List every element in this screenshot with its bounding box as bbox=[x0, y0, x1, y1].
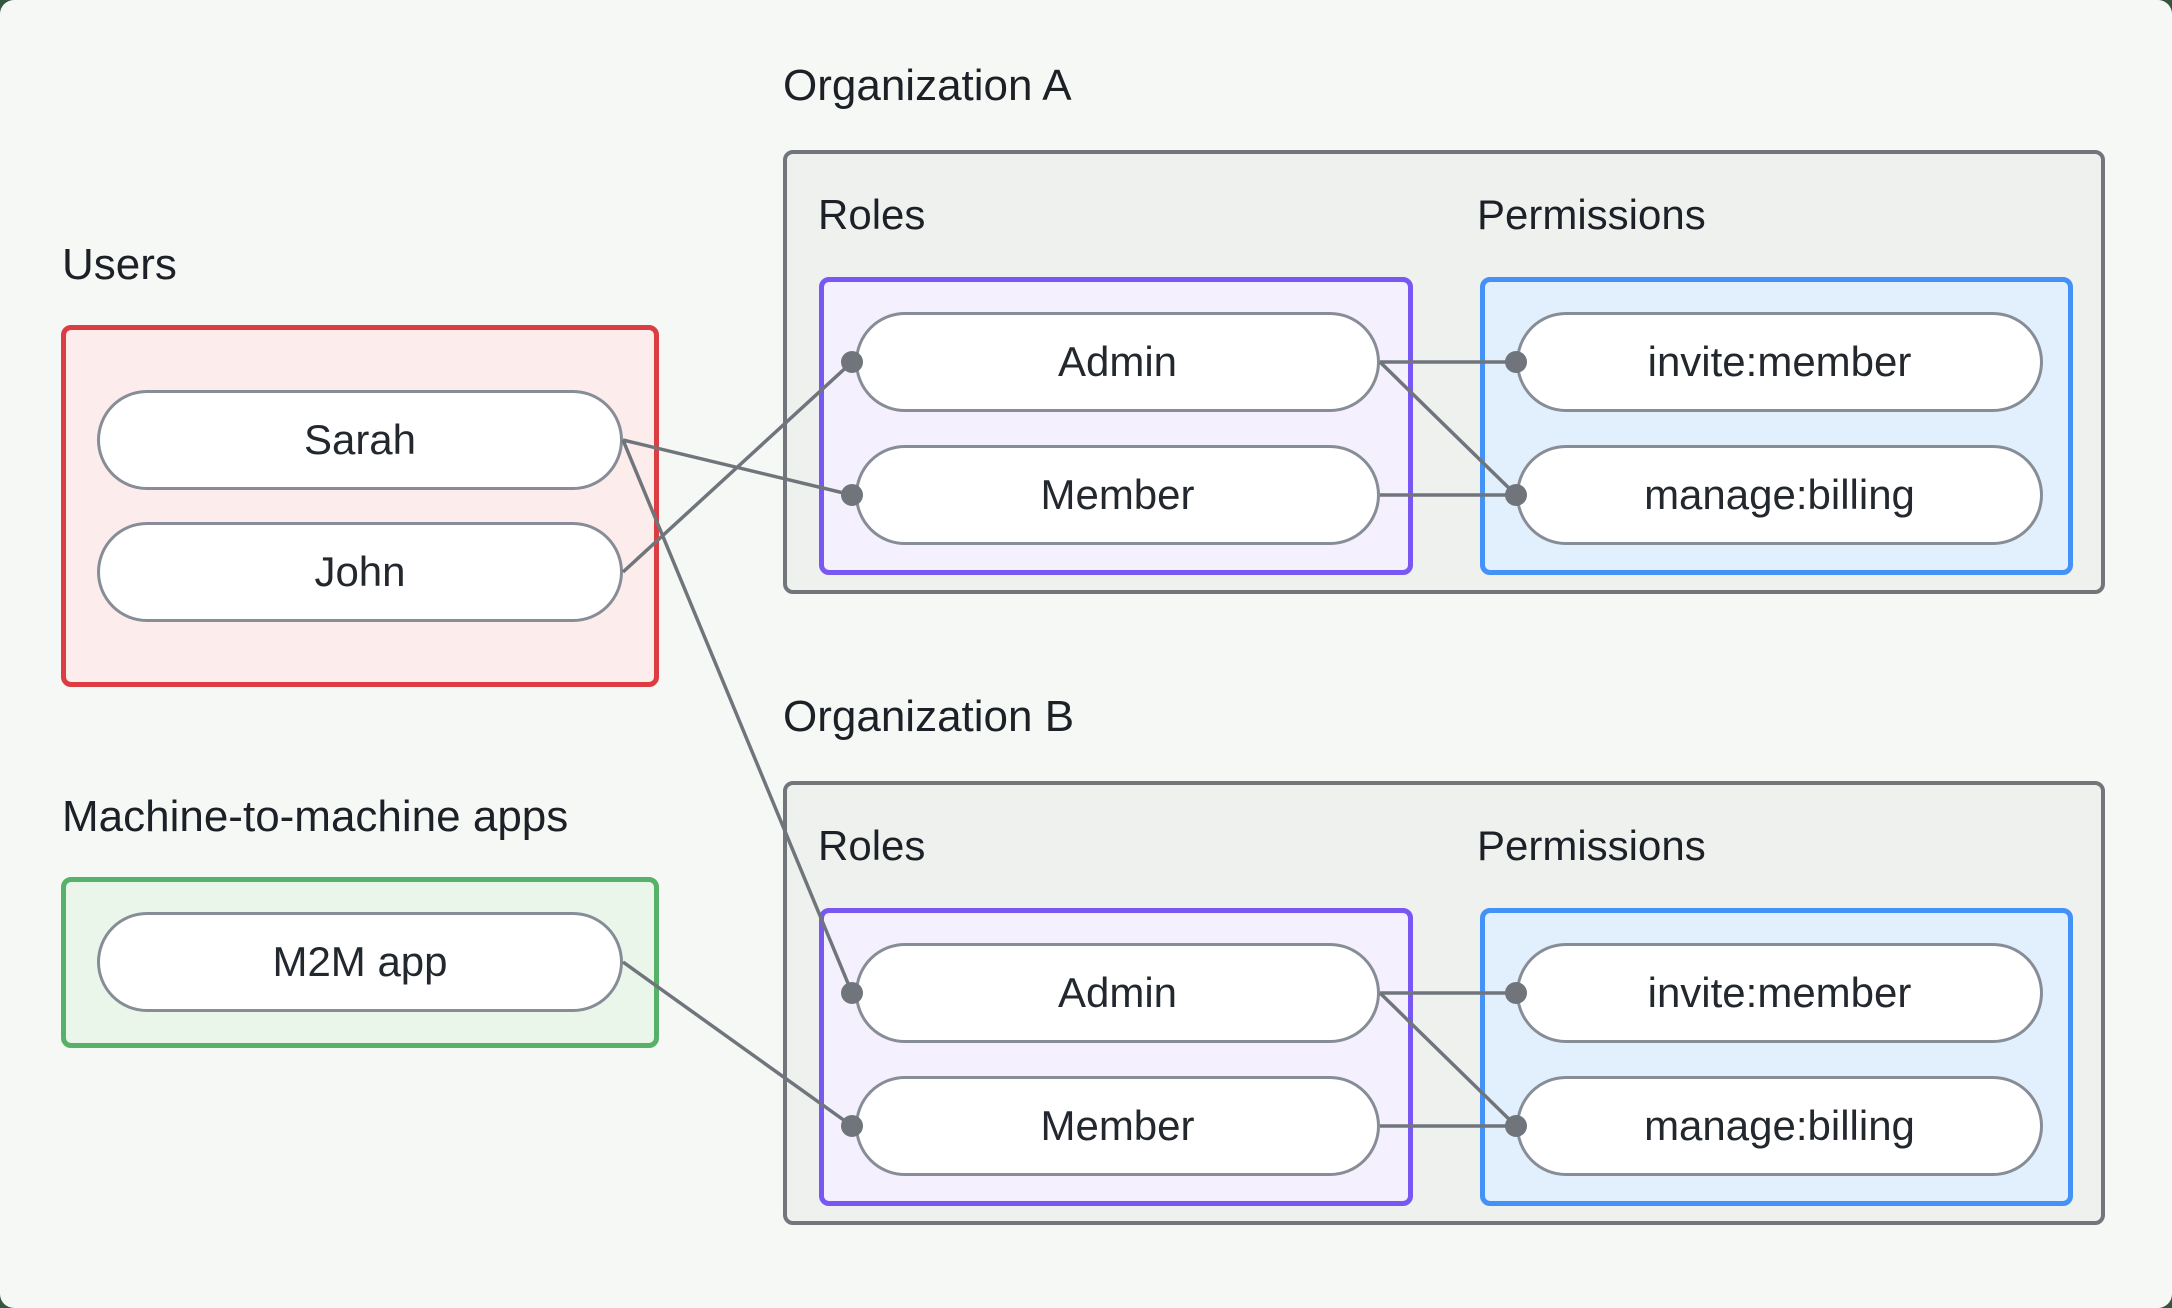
org-a-permission-manage-billing: manage:billing bbox=[1516, 445, 2043, 545]
org-b-role-admin: Admin bbox=[855, 943, 1380, 1043]
user-node-sarah: Sarah bbox=[97, 390, 623, 490]
role-node-label: Admin bbox=[1057, 338, 1178, 385]
role-node-label: Admin bbox=[1057, 969, 1178, 1016]
m2m-node-label: M2M app bbox=[272, 938, 448, 985]
org-a-role-admin: Admin bbox=[855, 312, 1380, 412]
m2m-app-node: M2M app bbox=[97, 912, 623, 1012]
m2m-section-label: Machine-to-machine apps bbox=[62, 792, 569, 841]
user-node-label: John bbox=[314, 548, 406, 595]
role-node-label: Member bbox=[1040, 471, 1195, 518]
org-b-permission-manage-billing: manage:billing bbox=[1516, 1076, 2043, 1176]
users-section-label: Users bbox=[62, 240, 177, 289]
org-b-role-member: Member bbox=[855, 1076, 1380, 1176]
org-a-role-member: Member bbox=[855, 445, 1380, 545]
permission-node-label: manage:billing bbox=[1644, 1102, 1915, 1149]
users-group-box bbox=[61, 325, 659, 687]
role-node-label: Member bbox=[1040, 1102, 1195, 1149]
permission-node-label: manage:billing bbox=[1644, 471, 1915, 518]
org-b-permission-invite-member: invite:member bbox=[1516, 943, 2043, 1043]
org-a-roles-label: Roles bbox=[818, 191, 926, 238]
org-b-label: Organization B bbox=[783, 692, 1075, 741]
user-node-label: Sarah bbox=[303, 416, 417, 463]
permission-node-label: invite:member bbox=[1647, 338, 1912, 385]
org-b-roles-label: Roles bbox=[818, 822, 926, 869]
org-a-permissions-label: Permissions bbox=[1477, 191, 1706, 238]
org-a-permission-invite-member: invite:member bbox=[1516, 312, 2043, 412]
org-b-permissions-label: Permissions bbox=[1477, 822, 1706, 869]
user-node-john: John bbox=[97, 522, 623, 622]
org-a-label: Organization A bbox=[783, 61, 1072, 110]
permission-node-label: invite:member bbox=[1647, 969, 1912, 1016]
